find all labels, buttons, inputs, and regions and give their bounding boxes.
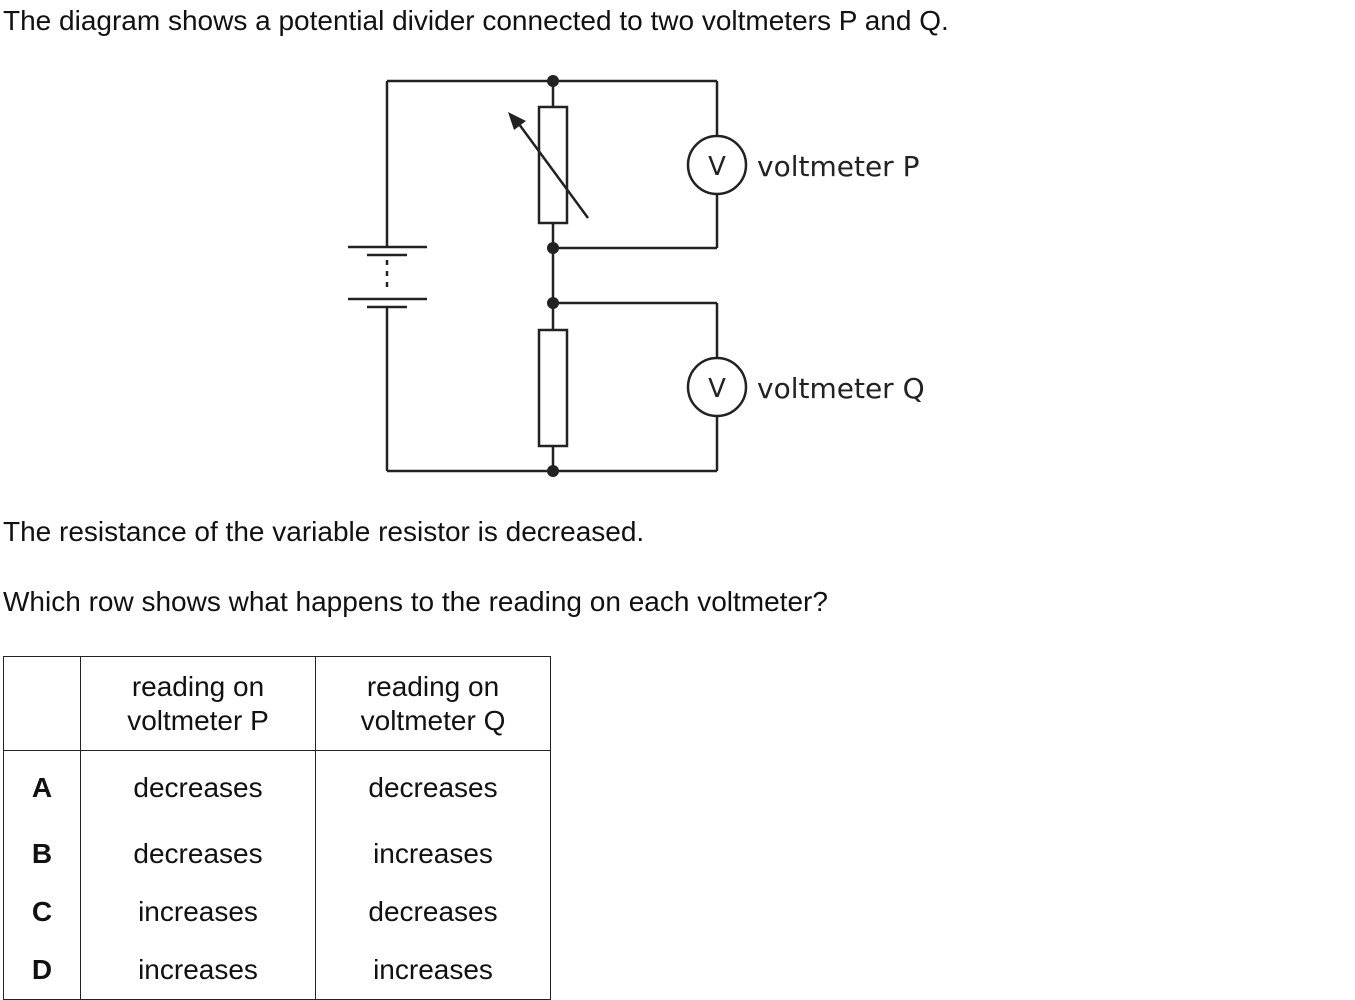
variable-resistor <box>508 105 590 225</box>
reading-p: decreases <box>80 825 316 883</box>
reading-p: decreases <box>80 750 316 825</box>
option-letter: C <box>3 883 81 941</box>
reading-q: decreases <box>315 750 551 825</box>
reading-p: increases <box>80 941 316 1000</box>
statement-text: The resistance of the variable resistor … <box>3 516 645 547</box>
junction-nodes <box>547 75 559 477</box>
voltmeter-q: V voltmeter Q <box>686 356 925 418</box>
table-row: C increases decreases <box>3 883 551 941</box>
table-row: D increases increases <box>3 941 551 1000</box>
table-row: A decreases decreases <box>3 750 551 825</box>
header-voltmeter-p: reading on voltmeter P <box>80 656 316 751</box>
voltmeter-p-label: voltmeter P <box>757 150 919 183</box>
table-row: B decreases increases <box>3 825 551 883</box>
intro-text: The diagram shows a potential divider co… <box>3 5 949 36</box>
option-letter: A <box>3 750 81 825</box>
voltmeter-p: V voltmeter P <box>686 134 919 196</box>
question-text: Which row shows what happens to the read… <box>3 586 828 617</box>
voltmeter-p-symbol: V <box>708 152 726 182</box>
reading-p: increases <box>80 883 316 941</box>
option-letter: D <box>3 941 81 1000</box>
reading-q: decreases <box>315 883 551 941</box>
reading-q: increases <box>315 941 551 1000</box>
header-p-line-2: voltmeter P <box>127 704 269 736</box>
voltmeter-q-symbol: V <box>708 374 726 404</box>
option-letter: B <box>3 825 81 883</box>
reading-q: increases <box>315 825 551 883</box>
header-q-line-1: reading on <box>366 670 500 702</box>
voltmeter-q-label: voltmeter Q <box>757 372 925 405</box>
battery-symbol <box>348 245 427 309</box>
header-q-line-2: voltmeter Q <box>360 704 506 736</box>
table-header-row: reading on voltmeter P reading on voltme… <box>3 656 551 751</box>
answer-table: reading on voltmeter P reading on voltme… <box>3 656 551 1000</box>
header-voltmeter-q: reading on voltmeter Q <box>315 656 551 751</box>
wires <box>385 79 719 473</box>
header-letter-cell <box>3 656 81 751</box>
fixed-resistor <box>537 328 569 448</box>
header-p-line-1: reading on <box>131 670 265 702</box>
